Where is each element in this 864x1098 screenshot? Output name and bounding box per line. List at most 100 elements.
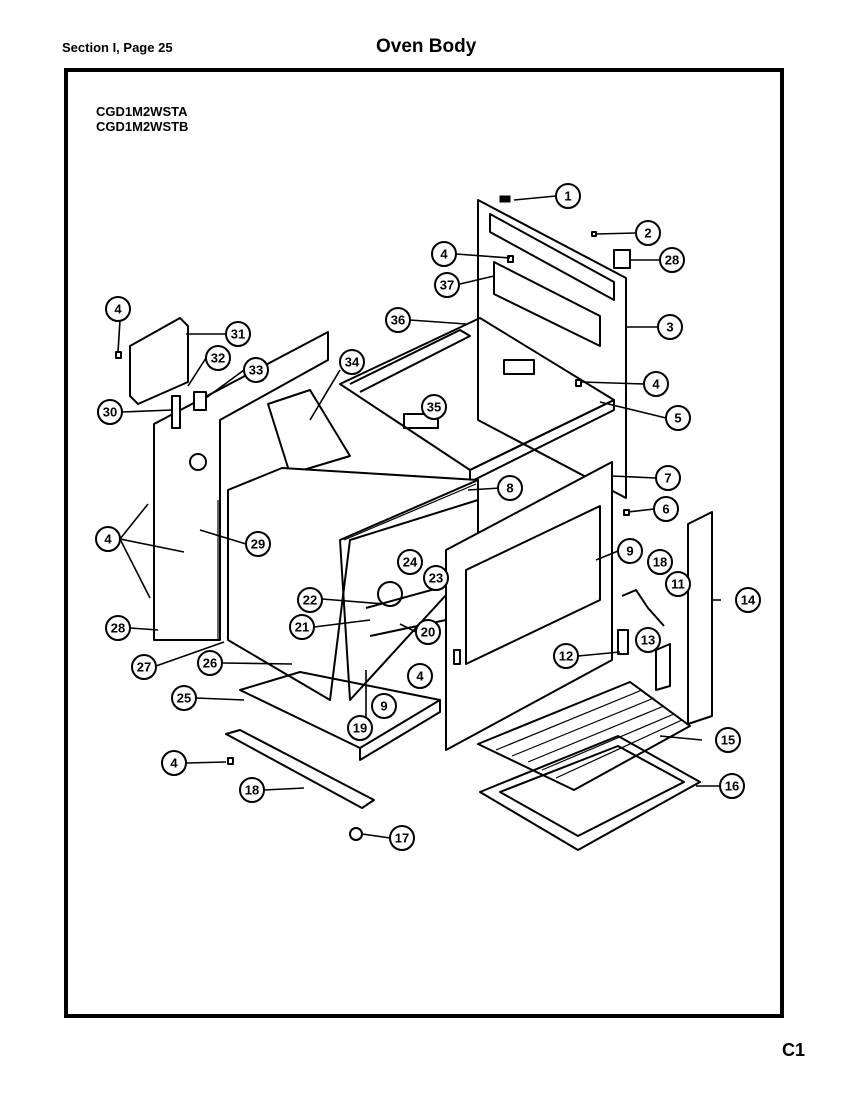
page-title: Oven Body: [376, 36, 477, 57]
callout-25: 25: [171, 685, 197, 711]
svg-text:18: 18: [653, 555, 667, 570]
svg-text:8: 8: [506, 481, 513, 496]
svg-text:21: 21: [295, 620, 309, 635]
page-code: C1: [782, 1040, 806, 1060]
top-rail: [349, 329, 471, 393]
left-side-panel: [153, 331, 329, 641]
bottom-frame: [359, 700, 441, 761]
callout-1: 1: [555, 183, 581, 209]
callout-5: 5: [665, 405, 691, 431]
svg-text:30: 30: [103, 405, 117, 420]
callout-17: 17: [389, 825, 415, 851]
svg-text:33: 33: [249, 363, 263, 378]
screw: [507, 255, 514, 263]
svg-text:23: 23: [429, 571, 443, 586]
callout-35: 35: [421, 394, 447, 420]
screw: [115, 351, 122, 359]
junction-box: [613, 249, 631, 269]
screw: [591, 231, 597, 237]
callout-4: 4: [161, 750, 187, 776]
callout-28: 28: [659, 247, 685, 273]
callout-34: 34: [339, 349, 365, 375]
callout-33: 33: [243, 357, 269, 383]
back-panel-inner: [489, 213, 615, 301]
svg-text:7: 7: [664, 471, 671, 486]
model-list: CGD1M2WSTA CGD1M2WSTB: [96, 104, 188, 134]
diagram-frame: [64, 68, 784, 1018]
callout-23: 23: [423, 565, 449, 591]
rack-wires: [495, 689, 683, 779]
svg-text:25: 25: [177, 691, 191, 706]
svg-text:35: 35: [427, 400, 441, 415]
svg-text:16: 16: [725, 779, 739, 794]
oven-liner: [227, 467, 479, 701]
back-bracket: [493, 261, 601, 347]
callout-16: 16: [719, 773, 745, 799]
hinge-arm: [621, 589, 665, 627]
svg-text:4: 4: [170, 756, 178, 771]
top-flange: [469, 399, 615, 483]
callout-30: 30: [97, 399, 123, 425]
svg-text:26: 26: [203, 656, 217, 671]
svg-text:36: 36: [391, 313, 405, 328]
svg-text:19: 19: [353, 721, 367, 736]
callout-21: 21: [289, 614, 315, 640]
callout-13: 13: [635, 627, 661, 653]
leveling-leg: [349, 827, 363, 841]
callout-4: 4: [105, 296, 131, 322]
callout-9: 9: [617, 538, 643, 564]
svg-text:4: 4: [104, 532, 112, 547]
callout-6: 6: [653, 496, 679, 522]
callout-4: 4: [643, 371, 669, 397]
svg-text:18: 18: [245, 783, 259, 798]
svg-text:37: 37: [440, 278, 454, 293]
frame-slot: [453, 649, 461, 665]
side-bracket: [129, 317, 189, 405]
svg-text:5: 5: [674, 411, 681, 426]
callout-18: 18: [239, 777, 265, 803]
vent-plate: [403, 413, 439, 429]
svg-text:27: 27: [137, 660, 151, 675]
callout-4: 4: [95, 526, 121, 552]
svg-text:24: 24: [403, 555, 418, 570]
callout-20: 20: [415, 619, 441, 645]
svg-text:11: 11: [671, 577, 685, 592]
svg-text:28: 28: [665, 253, 679, 268]
switch-block: [193, 391, 207, 411]
front-frame: [445, 461, 613, 751]
callout-27: 27: [131, 654, 157, 680]
svg-text:6: 6: [662, 502, 669, 517]
svg-text:32: 32: [211, 351, 225, 366]
svg-text:17: 17: [395, 831, 409, 846]
svg-text:12: 12: [559, 649, 573, 664]
callout-11: 11: [665, 571, 691, 597]
screw: [575, 379, 582, 387]
svg-text:4: 4: [440, 247, 448, 262]
svg-text:9: 9: [626, 544, 633, 559]
model-number: CGD1M2WSTA: [96, 104, 188, 119]
callout-22: 22: [297, 587, 323, 613]
svg-text:1: 1: [564, 189, 571, 204]
svg-text:29: 29: [251, 537, 265, 552]
svg-text:31: 31: [231, 327, 245, 342]
svg-text:2: 2: [644, 226, 651, 241]
callout-3: 3: [657, 314, 683, 340]
flue-baffle: [267, 389, 351, 475]
gasket-seal: [343, 483, 477, 541]
callout-29: 29: [245, 531, 271, 557]
callout-2: 2: [635, 220, 661, 246]
vent-plate: [503, 359, 535, 375]
kick-rail: [225, 729, 375, 809]
callout-28: 28: [105, 615, 131, 641]
broiler-pan: [479, 735, 701, 851]
callout-12: 12: [553, 643, 579, 669]
leader-lines: [117, 195, 721, 839]
callout-19: 19: [347, 715, 373, 741]
callout-8: 8: [497, 475, 523, 501]
top-clip: [499, 195, 511, 203]
svg-text:15: 15: [721, 733, 735, 748]
back-panel: [477, 199, 627, 499]
callout-36: 36: [385, 307, 411, 333]
svg-text:9: 9: [380, 699, 387, 714]
